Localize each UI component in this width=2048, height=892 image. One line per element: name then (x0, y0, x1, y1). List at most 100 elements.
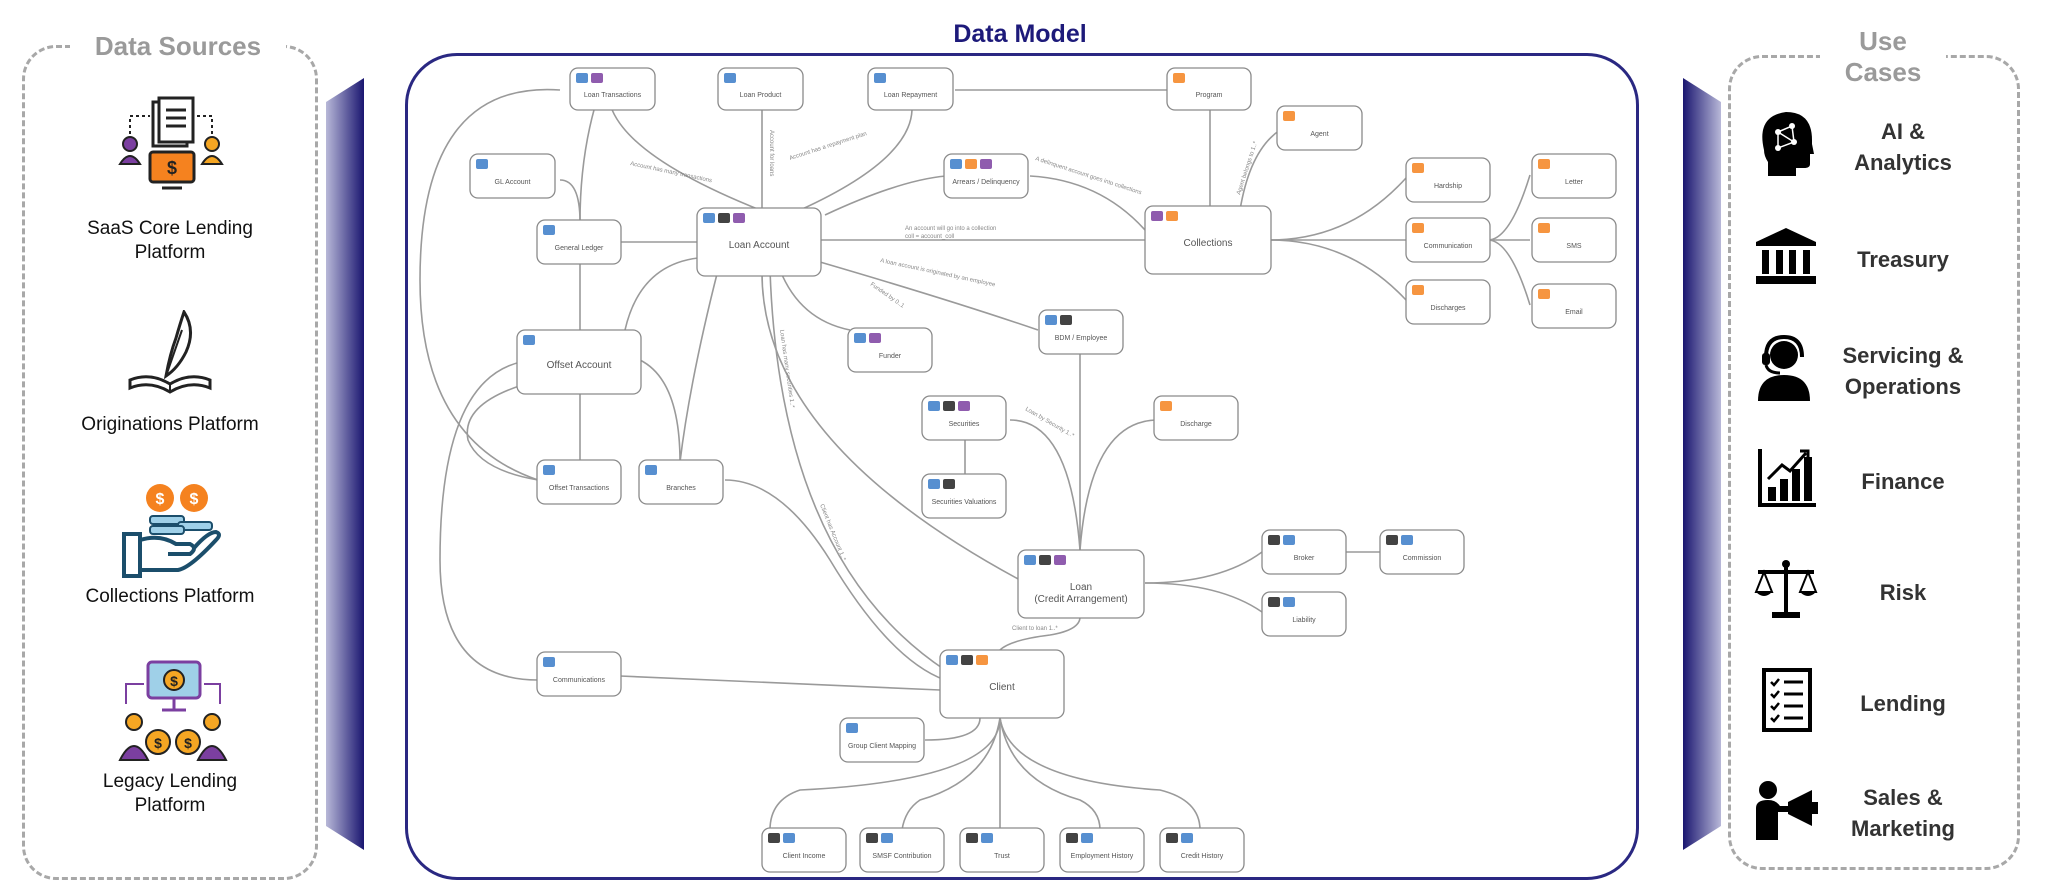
pc-source-icon (874, 73, 886, 83)
growth-chart-icon (1758, 449, 1816, 507)
source-legacy-line2: Platform (134, 795, 206, 816)
use-case-ai-line1: AI & (1881, 119, 1925, 144)
pc-source-icon (928, 401, 940, 411)
coll-source-icon (1160, 401, 1172, 411)
entity-label: Loan Product (740, 92, 782, 99)
coll-source-icon (965, 159, 977, 169)
entity-node-securities: Securities (921, 395, 1007, 441)
entity-label: Offset Transactions (549, 485, 610, 492)
entity-node-discharge: Discharge (1153, 395, 1239, 441)
use-case-sales-line2: Marketing (1851, 816, 1955, 841)
diagram-edge-labels: Account has many transactions Account fo… (630, 130, 1260, 632)
svg-text:$: $ (190, 491, 199, 508)
entity-node-agent: Agent (1276, 105, 1363, 151)
edge-label: Account for loans (768, 130, 774, 176)
use-case-risk-label: Risk (1879, 580, 1927, 605)
data-sources-title: Data Sources (70, 32, 286, 60)
edge (901, 717, 1001, 831)
pc-source-icon (543, 657, 555, 667)
entity-label: Collections (1184, 238, 1233, 249)
pc-source-icon (1081, 833, 1093, 843)
entity-label: Loan (1070, 582, 1092, 593)
entity-label: BDM / Employee (1055, 335, 1108, 342)
entity-node-group-client-mapping: Group Client Mapping (839, 717, 925, 763)
edge (999, 717, 1101, 831)
entity-box (839, 717, 925, 763)
entity-node-loan: Loan(Credit Arrangement) (1017, 549, 1145, 619)
entity-box (536, 219, 622, 265)
entity-node-loan-product: Loan Product (717, 67, 804, 111)
edge-label: Account has many transactions (630, 161, 713, 184)
entity-box (536, 459, 622, 505)
edge (559, 179, 581, 223)
quill-source-icon (1166, 833, 1178, 843)
entity-node-funder: Funder (847, 327, 933, 373)
entity-node-branches: Branches (638, 459, 724, 505)
edge-label: An account will go into a collection (905, 226, 996, 232)
data-model-frame (405, 53, 1639, 880)
entity-label: Trust (994, 853, 1010, 860)
scales-icon (1754, 560, 1818, 618)
entity-box (1405, 279, 1491, 325)
entity-box (536, 651, 622, 697)
checklist-icon (1762, 668, 1812, 732)
entity-label: Letter (1565, 179, 1584, 186)
edge (639, 359, 681, 463)
edge (819, 261, 1039, 331)
edge (1144, 551, 1263, 584)
entity-node-liability: Liability (1261, 591, 1347, 637)
entity-node-communication: Communication (1405, 217, 1491, 263)
use-case-sales-label: Sales & Marketing (1818, 782, 1988, 844)
left-flow-bar (326, 78, 364, 850)
entity-node-collections: Collections (1144, 205, 1272, 275)
edge (1009, 419, 1081, 551)
entity-label: Arrears / Delinquency (952, 179, 1020, 186)
pay-source-icon (958, 401, 970, 411)
edge (769, 269, 946, 671)
entity-node-smsf-contribution: SMSF Contribution (859, 827, 945, 873)
entity-node-hardship: Hardship (1405, 157, 1491, 203)
coll-source-icon (1412, 163, 1424, 173)
entity-node-program: Program (1166, 67, 1252, 111)
quill-source-icon (943, 401, 955, 411)
edge-label: Loan by Security 1..* (1024, 407, 1076, 440)
source-originations-label: Originations Platform (81, 414, 259, 435)
entity-node-arrears: Arrears / Delinquency (943, 153, 1029, 199)
pc-source-icon (854, 333, 866, 343)
pc-source-icon (946, 655, 958, 665)
pc-source-icon (1283, 535, 1295, 545)
entity-node-client: Client (939, 649, 1065, 719)
pc-source-icon (724, 73, 736, 83)
entity-label: Liability (1292, 617, 1316, 624)
quill-source-icon (1268, 535, 1280, 545)
pc-source-icon (928, 479, 940, 489)
entity-label: Communication (1424, 243, 1473, 250)
use-case-ai-line2: Analytics (1854, 150, 1952, 175)
entity-box (1276, 105, 1363, 151)
use-case-ai-label: AI & Analytics (1818, 116, 1988, 178)
entity-box (867, 67, 954, 111)
edge (769, 717, 1001, 831)
edge (779, 269, 851, 331)
entity-node-client-income: Client Income (761, 827, 847, 873)
entity-label: SMSF Contribution (872, 853, 931, 860)
entity-box (1531, 217, 1617, 263)
edge (724, 479, 946, 681)
quill-source-icon (943, 479, 955, 489)
coll-source-icon (1412, 285, 1424, 295)
svg-text:$: $ (156, 491, 165, 508)
pay-source-icon (869, 333, 881, 343)
pc-source-icon (950, 159, 962, 169)
pay-source-icon (733, 213, 745, 223)
source-saas-line1: SaaS Core Lending (87, 218, 253, 239)
hand-coins-icon: $ $ (122, 484, 221, 578)
edge-label: Agent belongs to 1..* (1236, 140, 1259, 195)
pay-source-icon (1054, 555, 1066, 565)
entity-box (939, 649, 1065, 719)
entity-box (516, 329, 642, 395)
source-collections-label: Collections Platform (85, 586, 255, 607)
pay-source-icon (591, 73, 603, 83)
edge (799, 109, 913, 211)
source-legacy-line1: Legacy Lending (102, 771, 238, 792)
entity-label: Employment History (1071, 853, 1134, 860)
